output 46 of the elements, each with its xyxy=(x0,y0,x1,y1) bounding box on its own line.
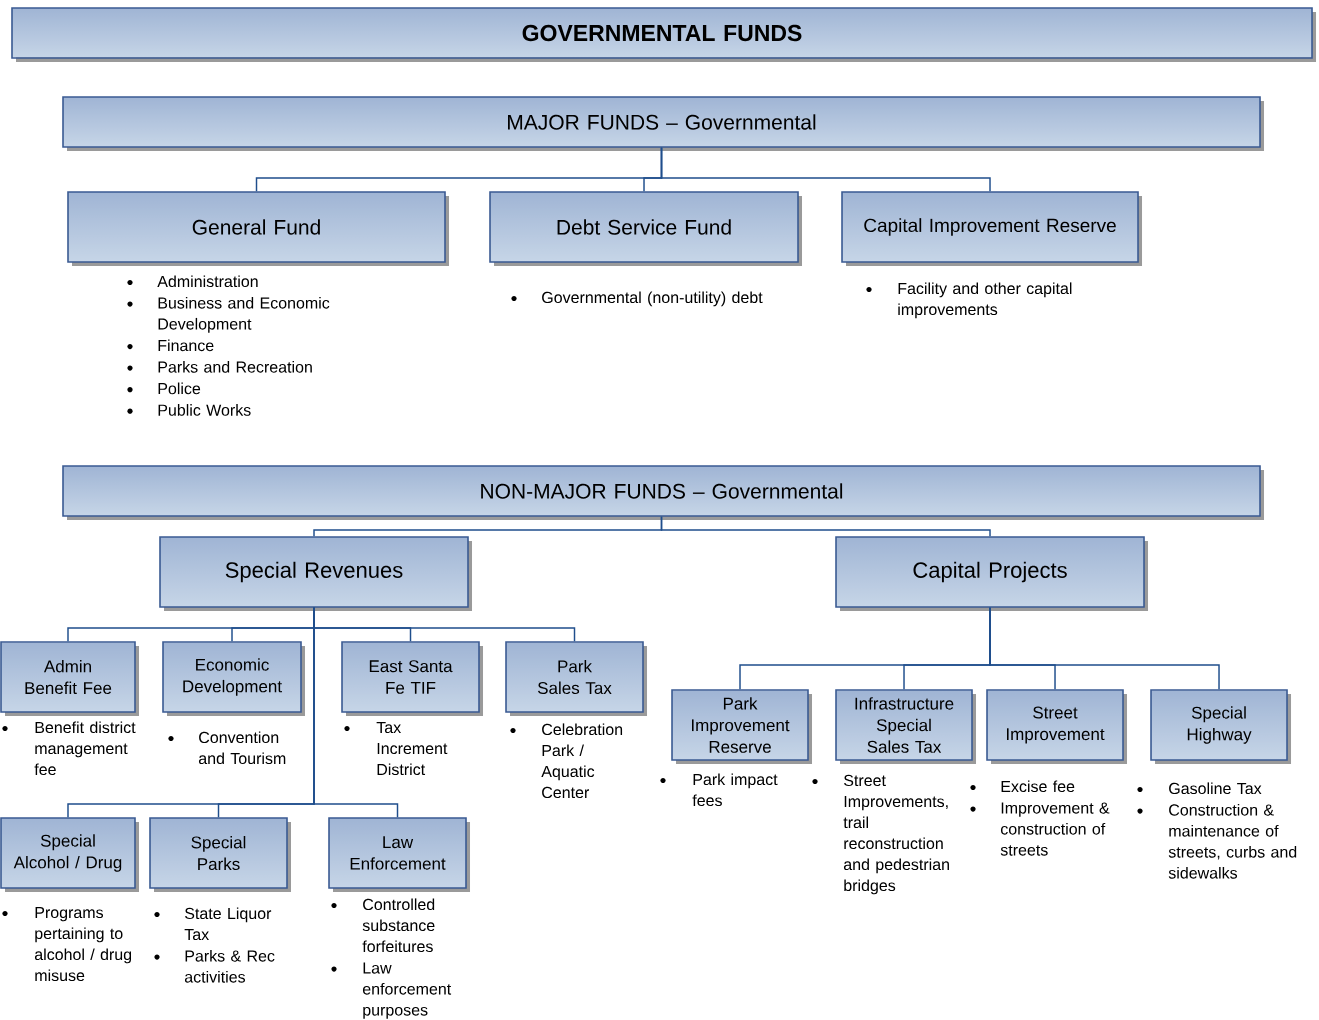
bullet-item: Gasoline Tax xyxy=(1137,782,1262,795)
fund-box: Infrastructure Special Sales Tax xyxy=(835,689,976,764)
bullet-item: Business and Economic Development xyxy=(127,296,330,333)
connector-line xyxy=(313,607,399,818)
fund-box: Street Improvement xyxy=(986,689,1127,764)
bullet-item: Controlled substance forfeitures xyxy=(331,898,435,953)
bullet-item: Public Works xyxy=(127,404,251,416)
fund-box: Park Sales Tax xyxy=(505,641,647,716)
section-banner: MAJOR FUNDS – Governmental xyxy=(62,96,1264,151)
connector-line xyxy=(660,147,991,192)
bullet-item: Programs pertaining to alcohol / drug misuse xyxy=(2,907,132,982)
section-banner: NON-MAJOR FUNDS – Governmental xyxy=(62,465,1264,520)
fund-box: Special Revenues xyxy=(159,536,472,611)
bullet-item: Convention and Tourism xyxy=(168,731,286,765)
connector-line xyxy=(989,607,1220,690)
bullet-item: Administration xyxy=(127,275,258,288)
fund-box: Special Highway xyxy=(1150,689,1291,764)
connector-line xyxy=(660,516,991,537)
bullet-item: Construction & maintenance of streets, curbs and sidewalks xyxy=(1137,803,1297,879)
title-banner: GOVERNMENTAL FUNDS xyxy=(11,7,1316,62)
bullet-item: Celebration Park / Aquatic Center xyxy=(510,723,623,799)
bullet-item: Park impact fees xyxy=(660,773,778,807)
fund-box: General Fund xyxy=(67,191,449,266)
bullet-item: Tax Increment District xyxy=(344,722,448,776)
fund-box: Capital Projects xyxy=(835,536,1148,611)
fund-box: Park Improvement Reserve xyxy=(671,689,812,764)
bullet-item: Police xyxy=(127,382,201,395)
fund-box: Economic Development xyxy=(162,641,305,716)
bullet-item: Improvement & construction of streets xyxy=(970,802,1110,856)
bullet-item: State Liquor Tax xyxy=(154,907,272,941)
bullet-item: Parks and Recreation xyxy=(127,361,312,373)
bullet-item: Law enforcement purposes xyxy=(331,962,452,1019)
bullet-item: Parks & Rec activities xyxy=(154,949,275,983)
fund-box: Admin Benefit Fee xyxy=(0,641,139,716)
bullet-item: Benefit district management fee xyxy=(2,721,136,776)
bullet-item: Facility and other capital improvements xyxy=(866,282,1072,319)
bullet-item: Finance xyxy=(127,339,214,352)
fund-box: Law Enforcement xyxy=(328,817,470,892)
bullet-item: Excise fee xyxy=(970,780,1075,793)
fund-box: East Santa Fe TIF xyxy=(341,641,483,716)
bullet-item: Street Improvements, trail reconstruction and pedestrian bridges xyxy=(812,774,949,895)
fund-box: Special Parks xyxy=(149,817,291,892)
bullet-item: Governmental (non-utility) debt xyxy=(511,291,763,307)
fund-box: Debt Service Fund xyxy=(489,191,802,266)
fund-box: Capital Improvement Reserve xyxy=(841,191,1142,266)
fund-box: Special Alcohol / Drug xyxy=(0,817,139,892)
